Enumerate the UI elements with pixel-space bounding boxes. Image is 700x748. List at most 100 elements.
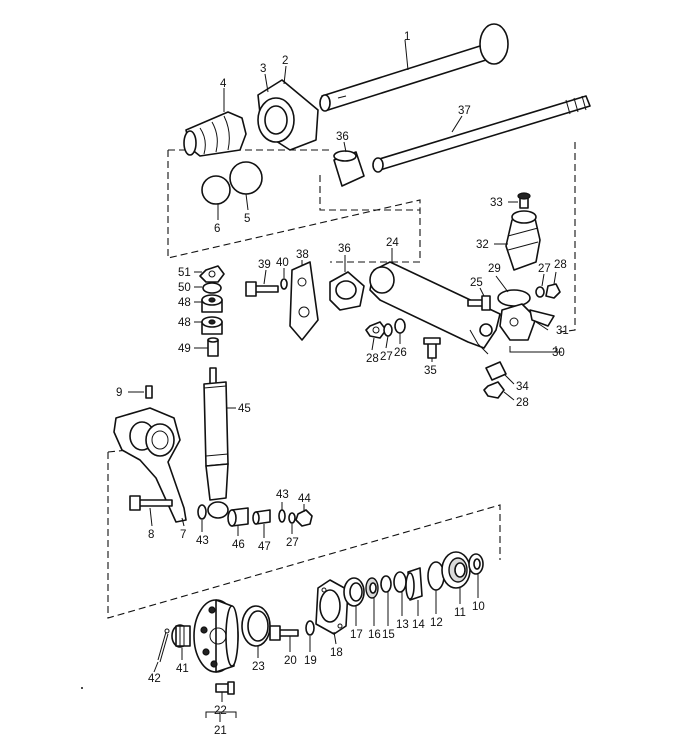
part-mount-plate [289,261,319,341]
callout-28-bottom: 28 [516,397,529,409]
part-rubber-boot [183,111,247,157]
part-nut-28-bottom [483,381,505,399]
callout-28-left: 28 [366,353,379,365]
callout-31: 31 [556,325,569,337]
callout-30: 30 [552,347,565,359]
part-washer-27-right [535,286,545,298]
callout-12: 12 [430,617,443,629]
part-seal-17 [343,577,365,607]
part-spacer-16 [365,577,379,599]
callout-27-right: 27 [538,263,551,275]
part-bearing-housing [257,79,319,151]
callout-47: 47 [258,541,271,553]
part-bearing-flange-18 [315,579,349,635]
callout-18: 18 [330,647,343,659]
callout-29: 29 [488,263,501,275]
part-pin-9 [145,385,153,399]
callout-2: 2 [282,55,288,67]
callout-32: 32 [476,239,489,251]
part-nut-28-right [545,283,561,299]
callout-40: 40 [276,257,289,269]
callout-34: 34 [516,381,529,393]
part-bump-stop-screw [517,192,531,209]
callout-51: 51 [178,267,191,279]
part-bushing-lower [329,271,365,311]
part-bushing-46 [227,507,249,527]
callout-27-left: 27 [380,351,393,363]
callout-49: 49 [178,343,191,355]
part-nut-44 [295,509,313,527]
callout-36-lower: 36 [338,243,351,255]
part-washer-43-left [197,504,207,520]
callout-4: 4 [220,78,227,90]
callout-5: 5 [244,213,250,225]
callout-38: 38 [296,249,309,261]
callout-33: 33 [490,197,503,209]
part-bolt-35 [423,337,441,359]
callout-41: 41 [176,663,189,675]
part-castle-nut-41 [171,624,191,648]
callout-10: 10 [472,601,485,613]
callout-21: 21 [214,725,227,737]
part-washer-43-right [278,509,286,523]
callout-48-lower: 48 [178,317,191,329]
part-sleeve-49 [207,337,219,357]
part-bump-stop [505,210,541,271]
part-spring-plate [113,407,187,523]
callout-1: 1 [404,31,410,43]
callout-48-upper: 48 [178,297,191,309]
callout-11: 11 [454,607,466,619]
part-dust-cover-23 [241,605,271,647]
part-shock-absorber [203,367,229,519]
callout-28-right: 28 [554,259,567,271]
callout-46: 46 [232,539,245,551]
callout-15: 15 [382,629,395,641]
part-ring-15 [380,575,392,593]
part-spacer-14 [405,567,423,601]
part-bushing-upper [333,150,365,187]
part-rubber-48-lower [201,316,223,335]
part-trailing-arm [369,261,501,355]
part-nut-51 [199,265,225,283]
callout-37: 37 [458,105,471,117]
part-adjuster-bracket [497,289,555,341]
callout-6: 6 [214,223,220,235]
part-wheel-hub [193,599,239,673]
part-wheel-stud-22 [215,681,235,695]
callout-35: 35 [424,365,437,377]
part-bolt-8 [129,495,173,511]
part-bolt-25 [467,295,491,311]
part-bearing-11 [441,551,471,589]
part-clamps [201,161,263,205]
callout-45: 45 [238,403,251,415]
callout-44: 44 [298,493,311,505]
callout-43-left: 43 [196,535,209,547]
callout-26: 26 [394,347,407,359]
part-drive-shaft [372,95,591,173]
part-bolt-20 [269,625,299,641]
stray-dot [81,687,83,689]
callout-24: 24 [386,237,399,249]
callout-labels: 1 2 3 4 5 6 7 8 9 10 11 12 13 14 15 16 1… [116,31,569,737]
callout-16: 16 [368,629,381,641]
part-bolt-39 [245,281,279,297]
callout-3: 3 [260,63,266,75]
part-washer-26 [394,318,406,334]
callout-14: 14 [412,619,425,631]
callout-17: 17 [350,629,363,641]
callout-9: 9 [116,387,122,399]
callout-23: 23 [252,661,265,673]
callout-8: 8 [148,529,154,541]
callout-19: 19 [304,655,317,667]
callout-43-right: 43 [276,489,289,501]
part-nut-28-left [365,321,387,339]
callout-50: 50 [178,282,191,294]
callout-39: 39 [258,259,271,271]
part-axle-shaft [319,23,509,112]
part-washer-40 [280,278,288,290]
part-lock-plate-34 [485,361,507,381]
part-washer-19 [305,620,315,636]
grouping-dashed-lines [107,142,576,619]
callout-22: 22 [214,705,227,717]
